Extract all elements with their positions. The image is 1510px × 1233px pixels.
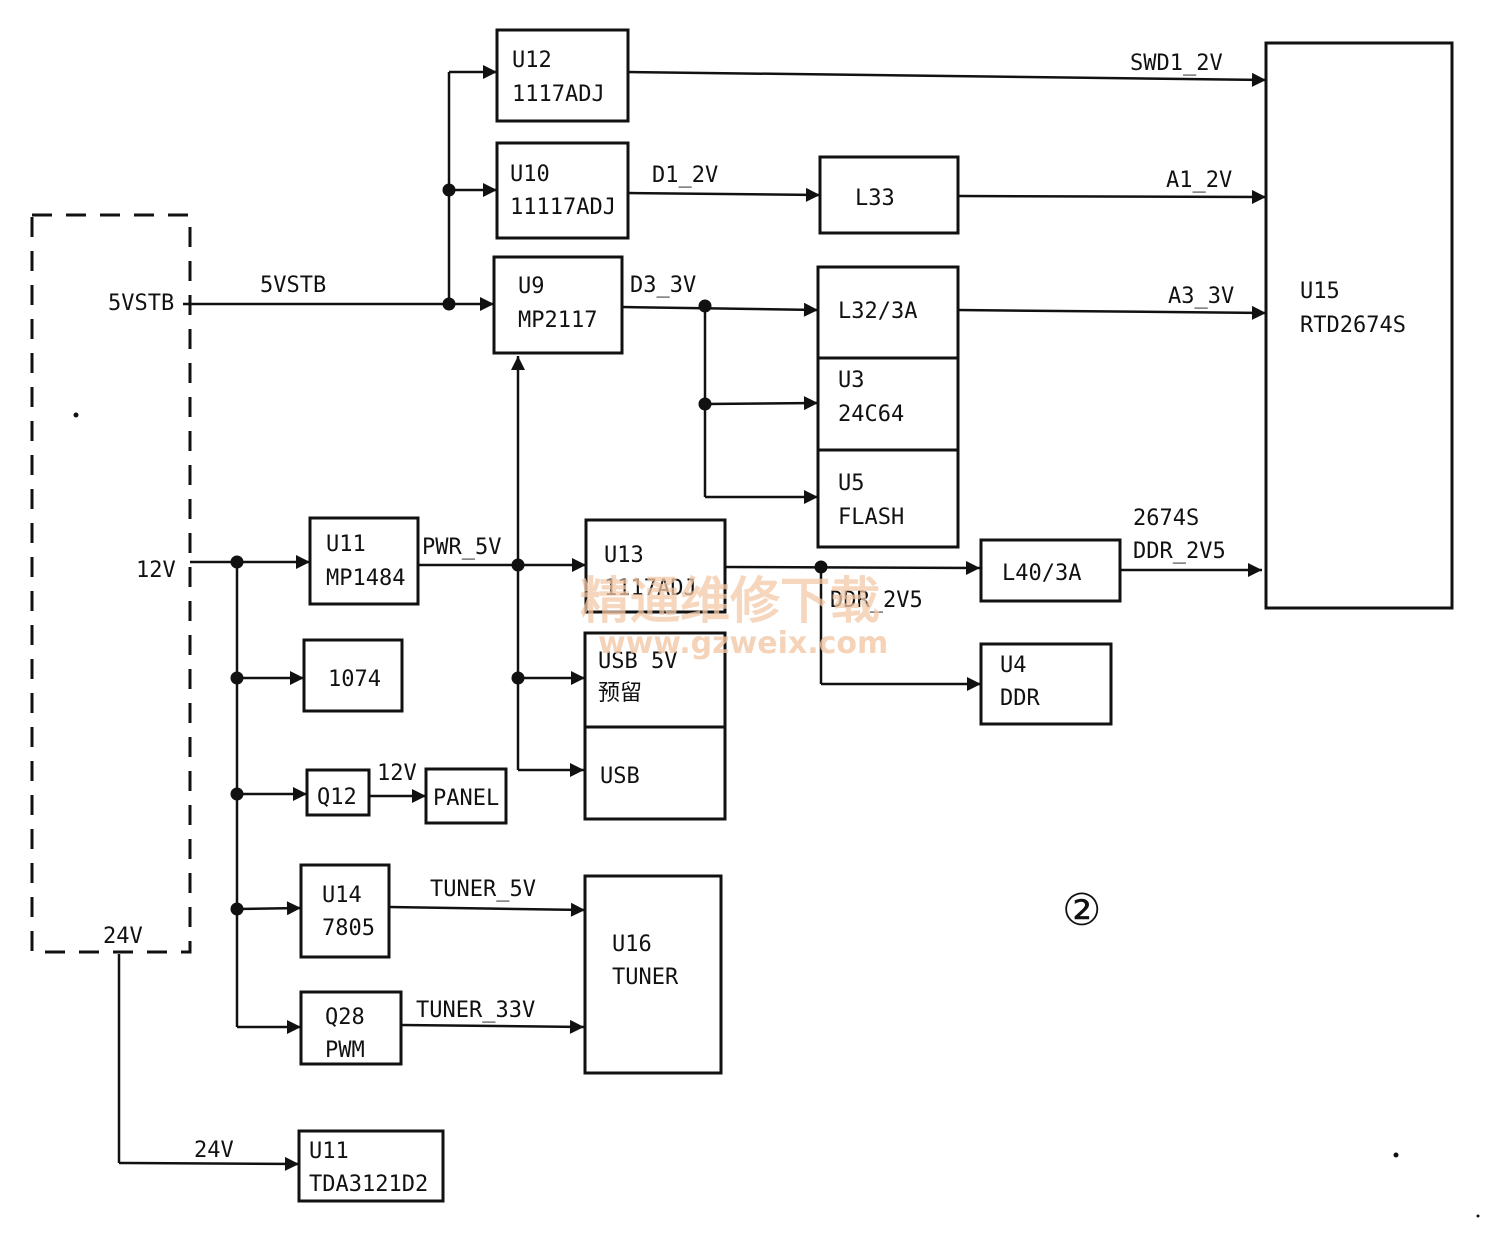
u13-part: 1117ADJ [604, 576, 697, 601]
u16-part: TUNER [612, 965, 679, 990]
q12-label: Q12 [317, 785, 357, 810]
u3-part: 24C64 [838, 402, 904, 427]
u5-designator: U5 [838, 471, 865, 496]
net-ddr-2v5: DDR_2V5 [830, 588, 923, 613]
u13-designator: U13 [604, 543, 644, 568]
net-swd1-2v: SWD1_2V [1130, 51, 1223, 76]
net-a1-2v: A1_2V [1166, 168, 1232, 193]
net-tuner-33v: TUNER_33V [416, 998, 535, 1023]
label-12v-out: 12V [136, 558, 176, 583]
u15-part: RTD2674S [1300, 313, 1406, 338]
u10-part: 11117ADJ [510, 195, 616, 220]
l32-label: L32/3A [838, 299, 917, 324]
u4-designator: U4 [1000, 653, 1027, 678]
label-5vstb-out: 5VSTB [108, 291, 174, 316]
figure-number: ② [1062, 885, 1101, 936]
block-u13: U13 1117ADJ [584, 518, 727, 614]
net-5vstb: 5VSTB [260, 273, 326, 298]
block-u10: U10 11117ADJ [495, 141, 630, 240]
label-24v-out: 24V [103, 924, 143, 949]
u15-designator: U15 [1300, 279, 1340, 304]
l40-label: L40/3A [1002, 561, 1081, 586]
block-usb: USB 5V 预留 USB [583, 631, 727, 821]
q28-part: PWM [325, 1038, 365, 1063]
block-q12: Q12 [305, 768, 371, 817]
q28-designator: Q28 [325, 1005, 365, 1030]
block-u12: U12 1117ADJ [495, 28, 630, 123]
net-12v-panel: 12V [377, 761, 417, 786]
block-q28: Q28 PWM [299, 990, 403, 1066]
block-u4: U4 DDR [979, 642, 1113, 726]
usb-label: USB [600, 764, 640, 789]
watermark: 精通维修下载 www.gzweix.com [580, 572, 888, 661]
u9-part: MP2117 [518, 308, 597, 333]
panel-label: PANEL [433, 786, 499, 811]
u5-part: FLASH [838, 505, 904, 530]
u10-designator: U10 [510, 162, 550, 187]
u12-part: 1117ADJ [512, 82, 605, 107]
block-u11-tda3121: U11 TDA3121D2 [297, 1129, 445, 1203]
net-2674s-ddr: DDR_2V5 [1133, 539, 1226, 564]
u14-part: 7805 [322, 916, 375, 941]
net-d3-3v: D3_3V [630, 273, 696, 298]
net-d1-2v: D1_2V [652, 163, 718, 188]
block-l33: L33 [818, 155, 960, 235]
u9-designator: U9 [518, 274, 545, 299]
block-u9: U9 MP2117 [492, 255, 624, 355]
u12-designator: U12 [512, 48, 552, 73]
watermark-url: www.gzweix.com [598, 626, 888, 661]
net-pwr-5v: PWR_5V [422, 535, 501, 560]
block-u15: U15 RTD2674S [1264, 41, 1454, 610]
u16-designator: U16 [612, 932, 652, 957]
net-a3-3v: A3_3V [1168, 284, 1234, 309]
u14-designator: U14 [322, 883, 362, 908]
usb5v-reserved: 预留 [598, 681, 642, 706]
ic1074-label: 1074 [328, 667, 381, 692]
block-u16: U16 TUNER [583, 874, 723, 1075]
block-l32-u3-u5: L32/3A U3 24C64 U5 FLASH [816, 265, 960, 549]
block-u14: U14 7805 [299, 863, 391, 959]
net-tuner-5v: TUNER_5V [430, 877, 536, 902]
net-2674s: 2674S [1133, 506, 1199, 531]
u11a-part: MP1484 [326, 566, 405, 591]
u11b-designator: U11 [309, 1139, 349, 1164]
block-l40: L40/3A [979, 538, 1122, 603]
u3-designator: U3 [838, 368, 865, 393]
power-supply-board: 5VSTB 12V 24V [30, 213, 192, 954]
u4-part: DDR [1000, 686, 1040, 711]
net-24v-amp: 24V [194, 1138, 234, 1163]
wires [117, 65, 1267, 1171]
block-panel: PANEL [424, 767, 508, 825]
u11b-part: TDA3121D2 [309, 1172, 428, 1197]
watermark-text: 精通维修下载 [580, 572, 880, 630]
l33-label: L33 [855, 186, 895, 211]
block-u11-mp1484: U11 MP1484 [308, 516, 420, 606]
net-labels: 5VSTB SWD1_2V D1_2V A1_2V D3_3V A3_3V PW… [194, 51, 1234, 1163]
usb5v-label: USB 5V [598, 649, 677, 674]
block-1074: 1074 [302, 638, 404, 713]
u11a-designator: U11 [326, 532, 366, 557]
